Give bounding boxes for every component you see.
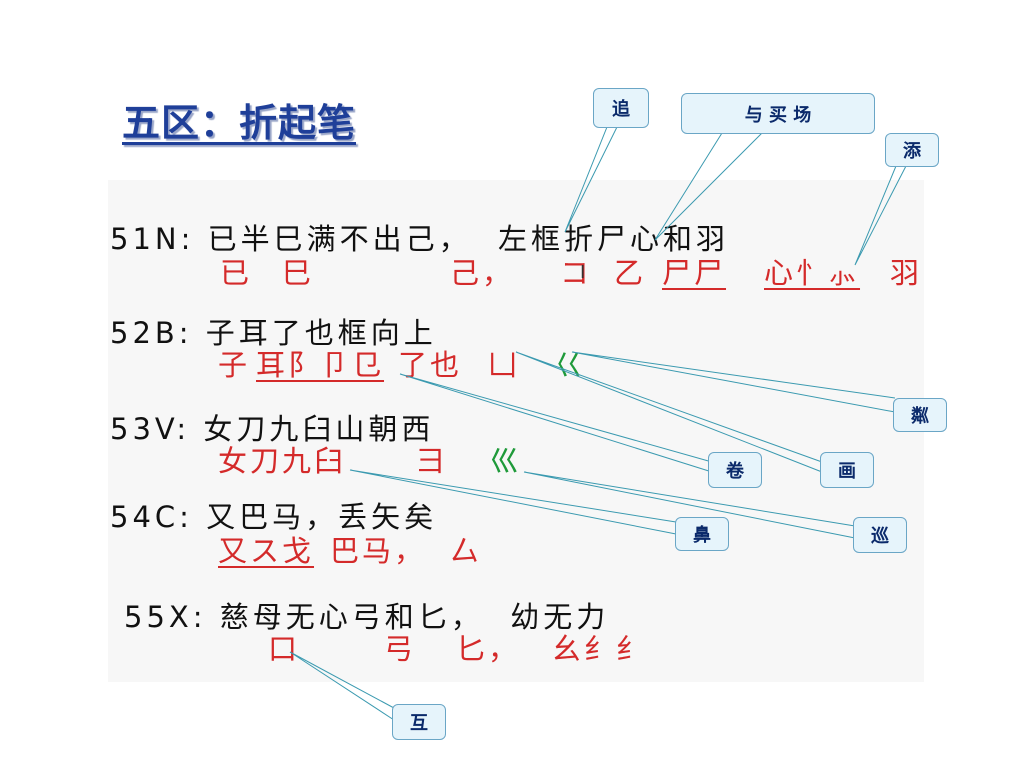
row-52b-part-2: 耳阝卩㔾 — [256, 348, 385, 382]
row-52b-part-1: 子 — [218, 348, 251, 382]
callout-juan: 卷 — [708, 452, 762, 488]
leader-hu — [289, 651, 395, 721]
leader-bi — [349, 469, 677, 535]
row-55x-part-4: 幺纟纟 — [552, 632, 649, 666]
row-code: 53V: — [110, 412, 191, 446]
callout-hua: 画 — [820, 452, 874, 488]
row-51n-part-5: 乙 — [614, 256, 647, 290]
text-cursor-icon: I — [580, 262, 586, 283]
row-54c-part-2: 巴马， — [330, 534, 427, 568]
row-53v-part-3: 巛 — [490, 444, 520, 478]
row-code: 52B: — [110, 316, 193, 350]
leader-juan — [399, 373, 713, 473]
callout-xun: 巡 — [853, 517, 907, 553]
row-53v-part-1: 女刀九臼 — [218, 444, 347, 478]
callout-zhui: 追 — [593, 88, 649, 128]
rhyme-text: 慈母无心弓和匕， 幼无力 — [219, 600, 610, 634]
row-51n-part-3: 己， — [450, 256, 515, 290]
leader-yu-mai-chang — [654, 132, 763, 241]
rhyme-text: 女刀九臼山朝西 — [203, 412, 435, 446]
row-53v-rhyme: 53V: 女刀九臼山朝西 — [110, 406, 434, 448]
row-51n-part-6: 尸尸 — [662, 256, 727, 290]
leader-tian — [854, 165, 907, 266]
row-51n-part-1: 已 — [220, 256, 253, 290]
row-51n-part-4: コ — [560, 256, 593, 290]
row-55x-part-1: 口 — [268, 632, 301, 666]
rhyme-text: 已半巳满不出己， 左框折尸心和羽 — [207, 222, 730, 256]
leader-zhui — [564, 126, 618, 233]
row-53v-part-2: 彐 — [416, 444, 449, 478]
callout-bi: 鼻 — [675, 517, 729, 551]
row-51n-part-2: 巳 — [282, 256, 315, 290]
row-52b-part-4: 凵 — [488, 348, 521, 382]
row-code: 51N: — [110, 222, 195, 256]
row-code: 55X: — [124, 600, 207, 634]
callout-hu: 互 — [392, 704, 446, 740]
page-title: 五区：折起笔 — [122, 101, 357, 145]
callout-lin: 粼 — [893, 398, 947, 432]
leader-xun — [523, 471, 856, 539]
row-54c-part-3: 厶 — [450, 534, 483, 568]
leader-lin — [571, 351, 896, 413]
leader-hua — [515, 351, 823, 473]
row-55x-part-3: 匕， — [456, 632, 521, 666]
row-code: 54C: — [110, 500, 193, 534]
content-panel — [108, 180, 924, 682]
rhyme-text: 又巴马，丢矢矣 — [206, 500, 438, 534]
callout-tian: 添 — [885, 133, 939, 167]
row-55x-part-2: 弓 — [384, 632, 417, 666]
row-51n-part-8: 羽 — [890, 256, 923, 290]
row-51n-part-7: 心忄⺗ — [764, 256, 861, 290]
callout-yu-mai-chang: 与 买 场 — [681, 93, 875, 134]
row-54c-rhyme: 54C: 又巴马，丢矢矣 — [110, 494, 437, 536]
row-55x-rhyme: 55X: 慈母无心弓和匕， 幼无力 — [124, 594, 609, 636]
row-51n-rhyme: 51N: 已半巳满不出己， 左框折尸心和羽 — [110, 216, 729, 258]
rhyme-text: 子耳了也框向上 — [205, 316, 437, 350]
row-52b-rhyme: 52B: 子耳了也框向上 — [110, 310, 437, 352]
row-54c-part-1: 又ス⼽ — [218, 534, 315, 568]
